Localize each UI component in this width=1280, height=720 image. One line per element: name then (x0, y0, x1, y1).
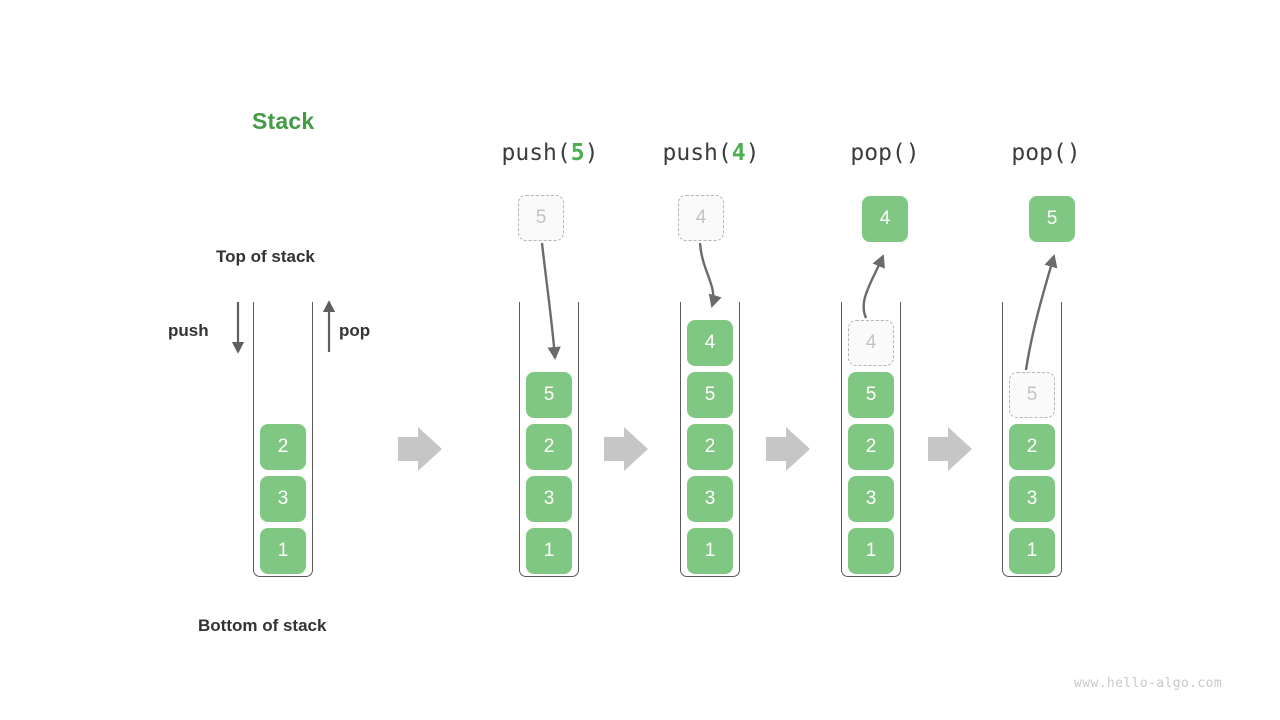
pop-label: pop (339, 321, 371, 340)
stack-cell: 3 (526, 476, 572, 522)
bottom-of-stack-label: Bottom of stack (198, 616, 327, 635)
stack-container-pop-1 (841, 302, 901, 577)
floating-cell-pop-2: 5 (1029, 196, 1075, 242)
stack-cell: 4 (687, 320, 733, 366)
op-header-prefix: pop( (850, 140, 906, 166)
stack-cell: 2 (526, 424, 572, 470)
stack-container-push-5 (519, 302, 579, 577)
op-header-arg: 5 (570, 140, 585, 166)
transition-arrow (928, 427, 972, 471)
op-header-suffix: ) (584, 140, 599, 166)
op-header-push-4: push(4) (651, 140, 771, 166)
stack-cell: 2 (1009, 424, 1055, 470)
watermark: www.hello-algo.com (1074, 676, 1223, 691)
transition-arrow (398, 427, 442, 471)
op-header-suffix: ) (1066, 140, 1081, 166)
op-header-pop-2: pop() (986, 140, 1106, 166)
insert-arrow-push-4 (698, 242, 722, 308)
stack-cell: 3 (687, 476, 733, 522)
stack-cell: 5 (526, 372, 572, 418)
stack-cell: 1 (687, 528, 733, 574)
op-header-prefix: push( (501, 140, 571, 166)
stack-container-initial (253, 302, 313, 577)
stack-cell: 2 (687, 424, 733, 470)
op-header-suffix: ) (745, 140, 760, 166)
stack-cell: 1 (848, 528, 894, 574)
top-of-stack-label: Top of stack (216, 247, 315, 266)
floating-cell-push-4: 4 (678, 195, 724, 241)
op-header-pop-1: pop() (825, 140, 945, 166)
stack-cell: 3 (260, 476, 306, 522)
stack-cell: 2 (848, 424, 894, 470)
stack-container-push-4 (680, 302, 740, 577)
push-label: push (168, 321, 209, 340)
op-header-arg: 4 (731, 140, 746, 166)
stack-cell: 2 (260, 424, 306, 470)
op-header-prefix: push( (662, 140, 732, 166)
transition-arrow (604, 427, 648, 471)
stack-cell: 3 (848, 476, 894, 522)
stack-cell: 5 (848, 372, 894, 418)
page-title: Stack (252, 108, 315, 134)
stack-cell: 1 (260, 528, 306, 574)
op-header-prefix: pop( (1011, 140, 1067, 166)
stack-cell: 1 (1009, 528, 1055, 574)
floating-cell-pop-1: 4 (862, 196, 908, 242)
stack-cell: 1 (526, 528, 572, 574)
stack-cell: 5 (1009, 372, 1055, 418)
stack-cell: 4 (848, 320, 894, 366)
stack-container-pop-2 (1002, 302, 1062, 577)
floating-cell-push-5: 5 (518, 195, 564, 241)
transition-arrow (766, 427, 810, 471)
op-header-push-5: push(5) (490, 140, 610, 166)
stack-cell: 5 (687, 372, 733, 418)
op-header-suffix: ) (905, 140, 920, 166)
stack-cell: 3 (1009, 476, 1055, 522)
